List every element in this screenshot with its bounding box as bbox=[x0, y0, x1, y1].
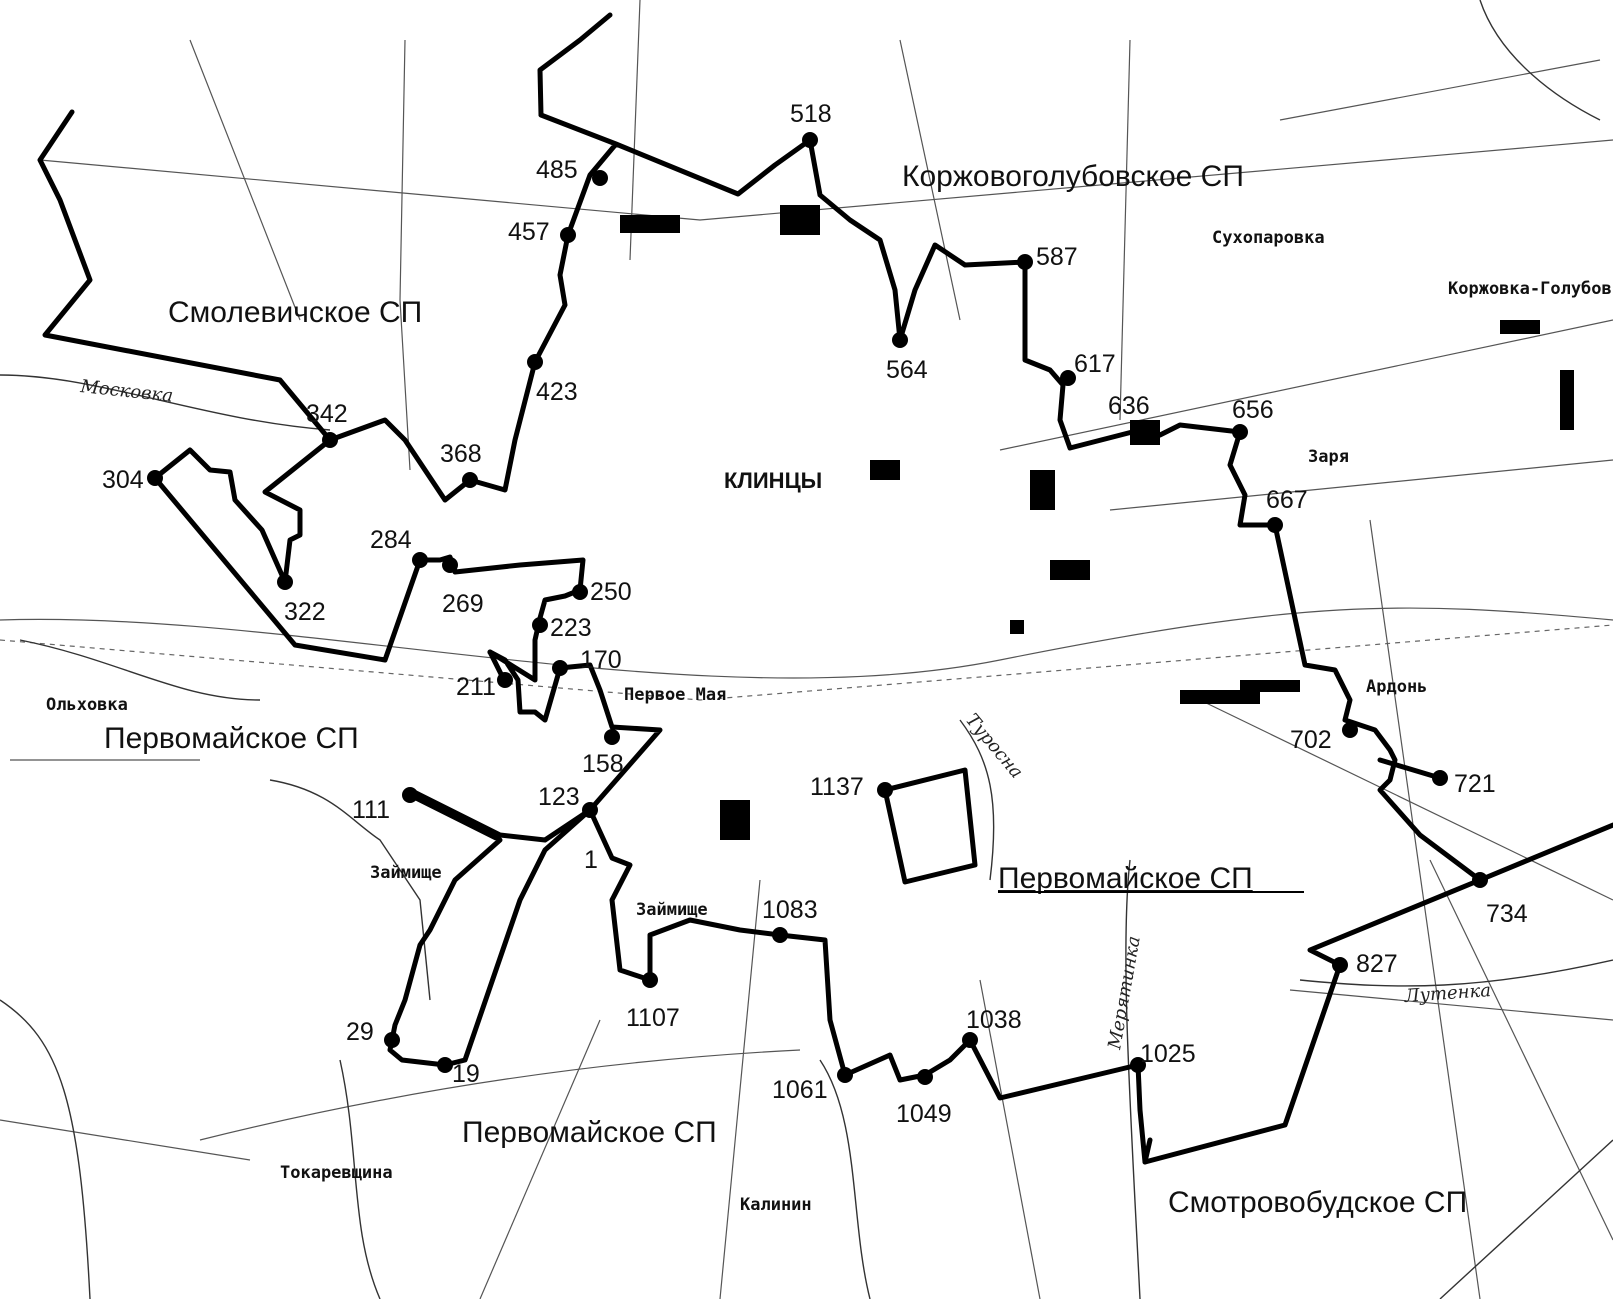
east-boundary bbox=[1477, 822, 1613, 883]
label-zarya: Заря bbox=[1308, 447, 1349, 467]
point-label-1061: 1061 bbox=[772, 1076, 828, 1104]
point-label-617: 617 bbox=[1074, 350, 1116, 378]
label-kalinin: Калинин bbox=[740, 1195, 812, 1215]
label-tokarevshchina: Токаревщина bbox=[280, 1163, 393, 1183]
point-label-284: 284 bbox=[370, 526, 412, 554]
point-label-667: 667 bbox=[1266, 486, 1308, 514]
smolevichskoe-boundary bbox=[37, 109, 333, 443]
spur-721 bbox=[1377, 757, 1443, 781]
point-label-250: 250 bbox=[590, 578, 632, 606]
point-label-368: 368 bbox=[440, 440, 482, 468]
point-label-1: 1 bbox=[584, 846, 598, 874]
point-label-158: 158 bbox=[582, 750, 624, 778]
label-lutenka: Лутенка bbox=[1403, 980, 1492, 1007]
label-pervomayskoe-east: Первомайское СП bbox=[998, 862, 1253, 895]
point-label-1049: 1049 bbox=[896, 1100, 952, 1128]
point-label-170: 170 bbox=[580, 646, 622, 674]
point-label-827: 827 bbox=[1356, 950, 1398, 978]
point-label-223: 223 bbox=[550, 614, 592, 642]
point-label-269: 269 bbox=[442, 590, 484, 618]
label-moskovka: Московка bbox=[78, 376, 174, 407]
point-label-587: 587 bbox=[1036, 243, 1078, 271]
point-label-342: 342 bbox=[306, 400, 348, 428]
label-turosna: Туросна bbox=[961, 710, 1027, 783]
label-smotrovobudskoe: Смотровобудское СП bbox=[1168, 1186, 1467, 1219]
point-label-1083: 1083 bbox=[762, 896, 818, 924]
point-label-29: 29 bbox=[346, 1018, 374, 1046]
point-label-304: 304 bbox=[102, 466, 144, 494]
label-olkhovka: Ольховка bbox=[46, 695, 128, 715]
label-zaymishche-1: Займище bbox=[370, 863, 442, 883]
point-label-721: 721 bbox=[1454, 770, 1496, 798]
point-label-1025: 1025 bbox=[1140, 1040, 1196, 1068]
boundary-nodes bbox=[147, 132, 1488, 1085]
label-suhoparovka: Сухопаровка bbox=[1212, 228, 1325, 248]
point-label-19: 19 bbox=[452, 1060, 480, 1088]
label-klintsy: КЛИНЦЫ bbox=[724, 468, 822, 493]
south-boundary bbox=[1142, 1137, 1153, 1165]
point-label-1107: 1107 bbox=[626, 1004, 680, 1032]
point-label-656: 656 bbox=[1232, 396, 1274, 424]
label-korzhovka-golubovka: Коржовка-Голубов bbox=[1448, 279, 1612, 299]
city-boundary bbox=[152, 112, 1483, 1165]
label-zaymishche-2: Займище bbox=[636, 900, 708, 920]
point-label-734: 734 bbox=[1486, 900, 1528, 928]
point-label-111: 111 bbox=[352, 796, 390, 824]
point-label-485: 485 bbox=[536, 156, 578, 184]
point-label-702: 702 bbox=[1290, 726, 1332, 754]
label-pervomayskoe-south: Первомайское СП bbox=[462, 1116, 717, 1149]
point-label-322: 322 bbox=[284, 598, 326, 626]
north-boundary bbox=[537, 12, 613, 118]
label-pervomayskoe-west: Первомайское СП bbox=[104, 722, 359, 755]
point-labels: 518 485 457 587 564 617 636 656 423 342 … bbox=[102, 100, 1528, 1128]
point-label-211: 211 bbox=[456, 673, 496, 701]
point-label-636: 636 bbox=[1108, 392, 1150, 420]
enclave-1137 bbox=[882, 767, 978, 885]
label-korzhovogolubovskoe: Коржовоголубовское СП bbox=[902, 160, 1244, 193]
point-label-423: 423 bbox=[536, 378, 578, 406]
point-label-123: 123 bbox=[538, 783, 580, 811]
point-label-1137: 1137 bbox=[810, 773, 864, 801]
point-label-564: 564 bbox=[886, 356, 928, 384]
label-smolevichskoe: Смолевичское СП bbox=[168, 296, 422, 329]
label-pervoe-maya: Первое Мая bbox=[624, 685, 726, 705]
point-label-1038: 1038 bbox=[966, 1006, 1022, 1034]
label-ardon: Ардонь bbox=[1366, 677, 1427, 697]
label-meryatinka: Мерятинка bbox=[1104, 934, 1145, 1051]
point-label-457: 457 bbox=[508, 218, 550, 246]
point-label-518: 518 bbox=[790, 100, 832, 128]
